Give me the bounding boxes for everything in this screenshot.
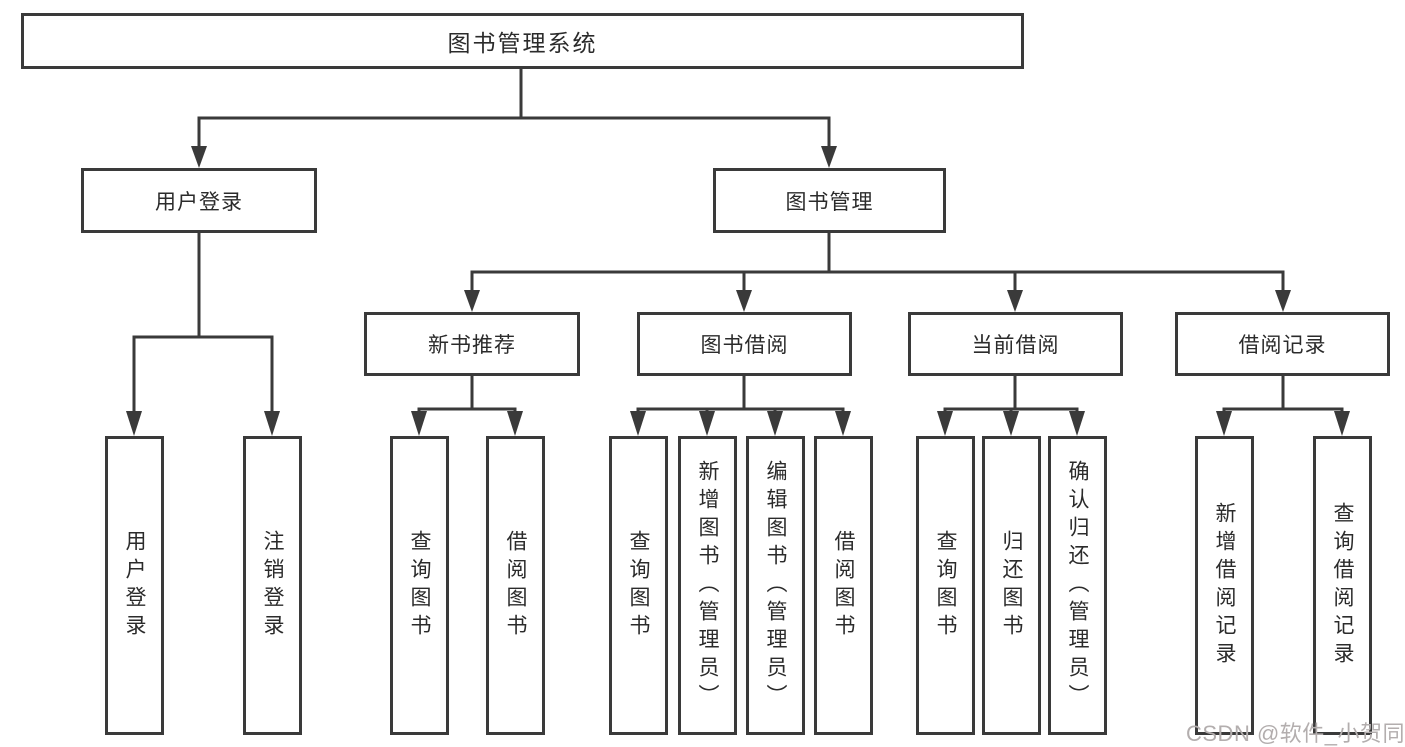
leaf-logout-label: 注销登录 [261,529,284,642]
leaf-current-confirm-return-admin-label: 确认归还（管理员） [1066,459,1089,712]
node-book-borrowing: 图书借阅 [637,312,852,376]
node-borrowing-records: 借阅记录 [1175,312,1390,376]
leaf-borrowing-borrow-books: 借阅图书 [814,436,873,735]
leaf-borrowing-add-books-admin-label: 新增图书（管理员） [696,459,719,712]
node-system-root: 图书管理系统 [21,13,1024,69]
leaf-recommend-borrow-books-label: 借阅图书 [504,529,527,642]
leaf-records-query-record: 查询借阅记录 [1313,436,1372,735]
leaf-records-add-record-label: 新增借阅记录 [1213,501,1236,670]
leaf-borrowing-add-books-admin: 新增图书（管理员） [678,436,737,735]
connector-paths [132,66,1344,416]
leaf-user-login: 用户登录 [105,436,164,735]
leaf-borrowing-query-books: 查询图书 [609,436,668,735]
node-system-root-label: 图书管理系统 [447,30,598,56]
leaf-borrowing-borrow-books-label: 借阅图书 [832,529,855,642]
leaf-current-return-books: 归还图书 [982,436,1041,735]
node-user-login-branch: 用户登录 [81,168,317,233]
leaf-records-query-record-label: 查询借阅记录 [1331,501,1354,670]
leaf-borrowing-edit-books-admin-label: 编辑图书（管理员） [764,459,787,712]
node-book-management-branch-label: 图书管理 [785,190,874,214]
node-book-management-branch: 图书管理 [713,168,946,233]
node-book-borrowing-label: 图书借阅 [700,334,789,357]
csdn-watermark: CSDN @软件_小贺同学 [1186,721,1405,746]
leaf-current-query-books-label: 查询图书 [934,529,957,642]
arrowheads [126,146,1350,436]
leaf-recommend-query-books: 查询图书 [390,436,449,735]
leaf-user-login-label: 用户登录 [123,529,146,642]
leaf-borrowing-query-books-label: 查询图书 [627,529,650,642]
node-current-borrowing-label: 当前借阅 [971,334,1060,357]
leaf-logout: 注销登录 [243,436,302,735]
leaf-recommend-query-books-label: 查询图书 [408,529,431,642]
node-new-book-recommend: 新书推荐 [364,312,580,376]
leaf-borrowing-edit-books-admin: 编辑图书（管理员） [746,436,805,735]
node-current-borrowing: 当前借阅 [908,312,1123,376]
node-user-login-branch-label: 用户登录 [155,190,243,214]
leaf-recommend-borrow-books: 借阅图书 [486,436,545,735]
node-borrowing-records-label: 借阅记录 [1238,334,1327,357]
leaf-records-add-record: 新增借阅记录 [1195,436,1254,735]
leaf-current-query-books: 查询图书 [916,436,975,735]
leaf-current-confirm-return-admin: 确认归还（管理员） [1048,436,1107,735]
leaf-current-return-books-label: 归还图书 [1000,529,1023,642]
node-new-book-recommend-label: 新书推荐 [428,334,516,357]
